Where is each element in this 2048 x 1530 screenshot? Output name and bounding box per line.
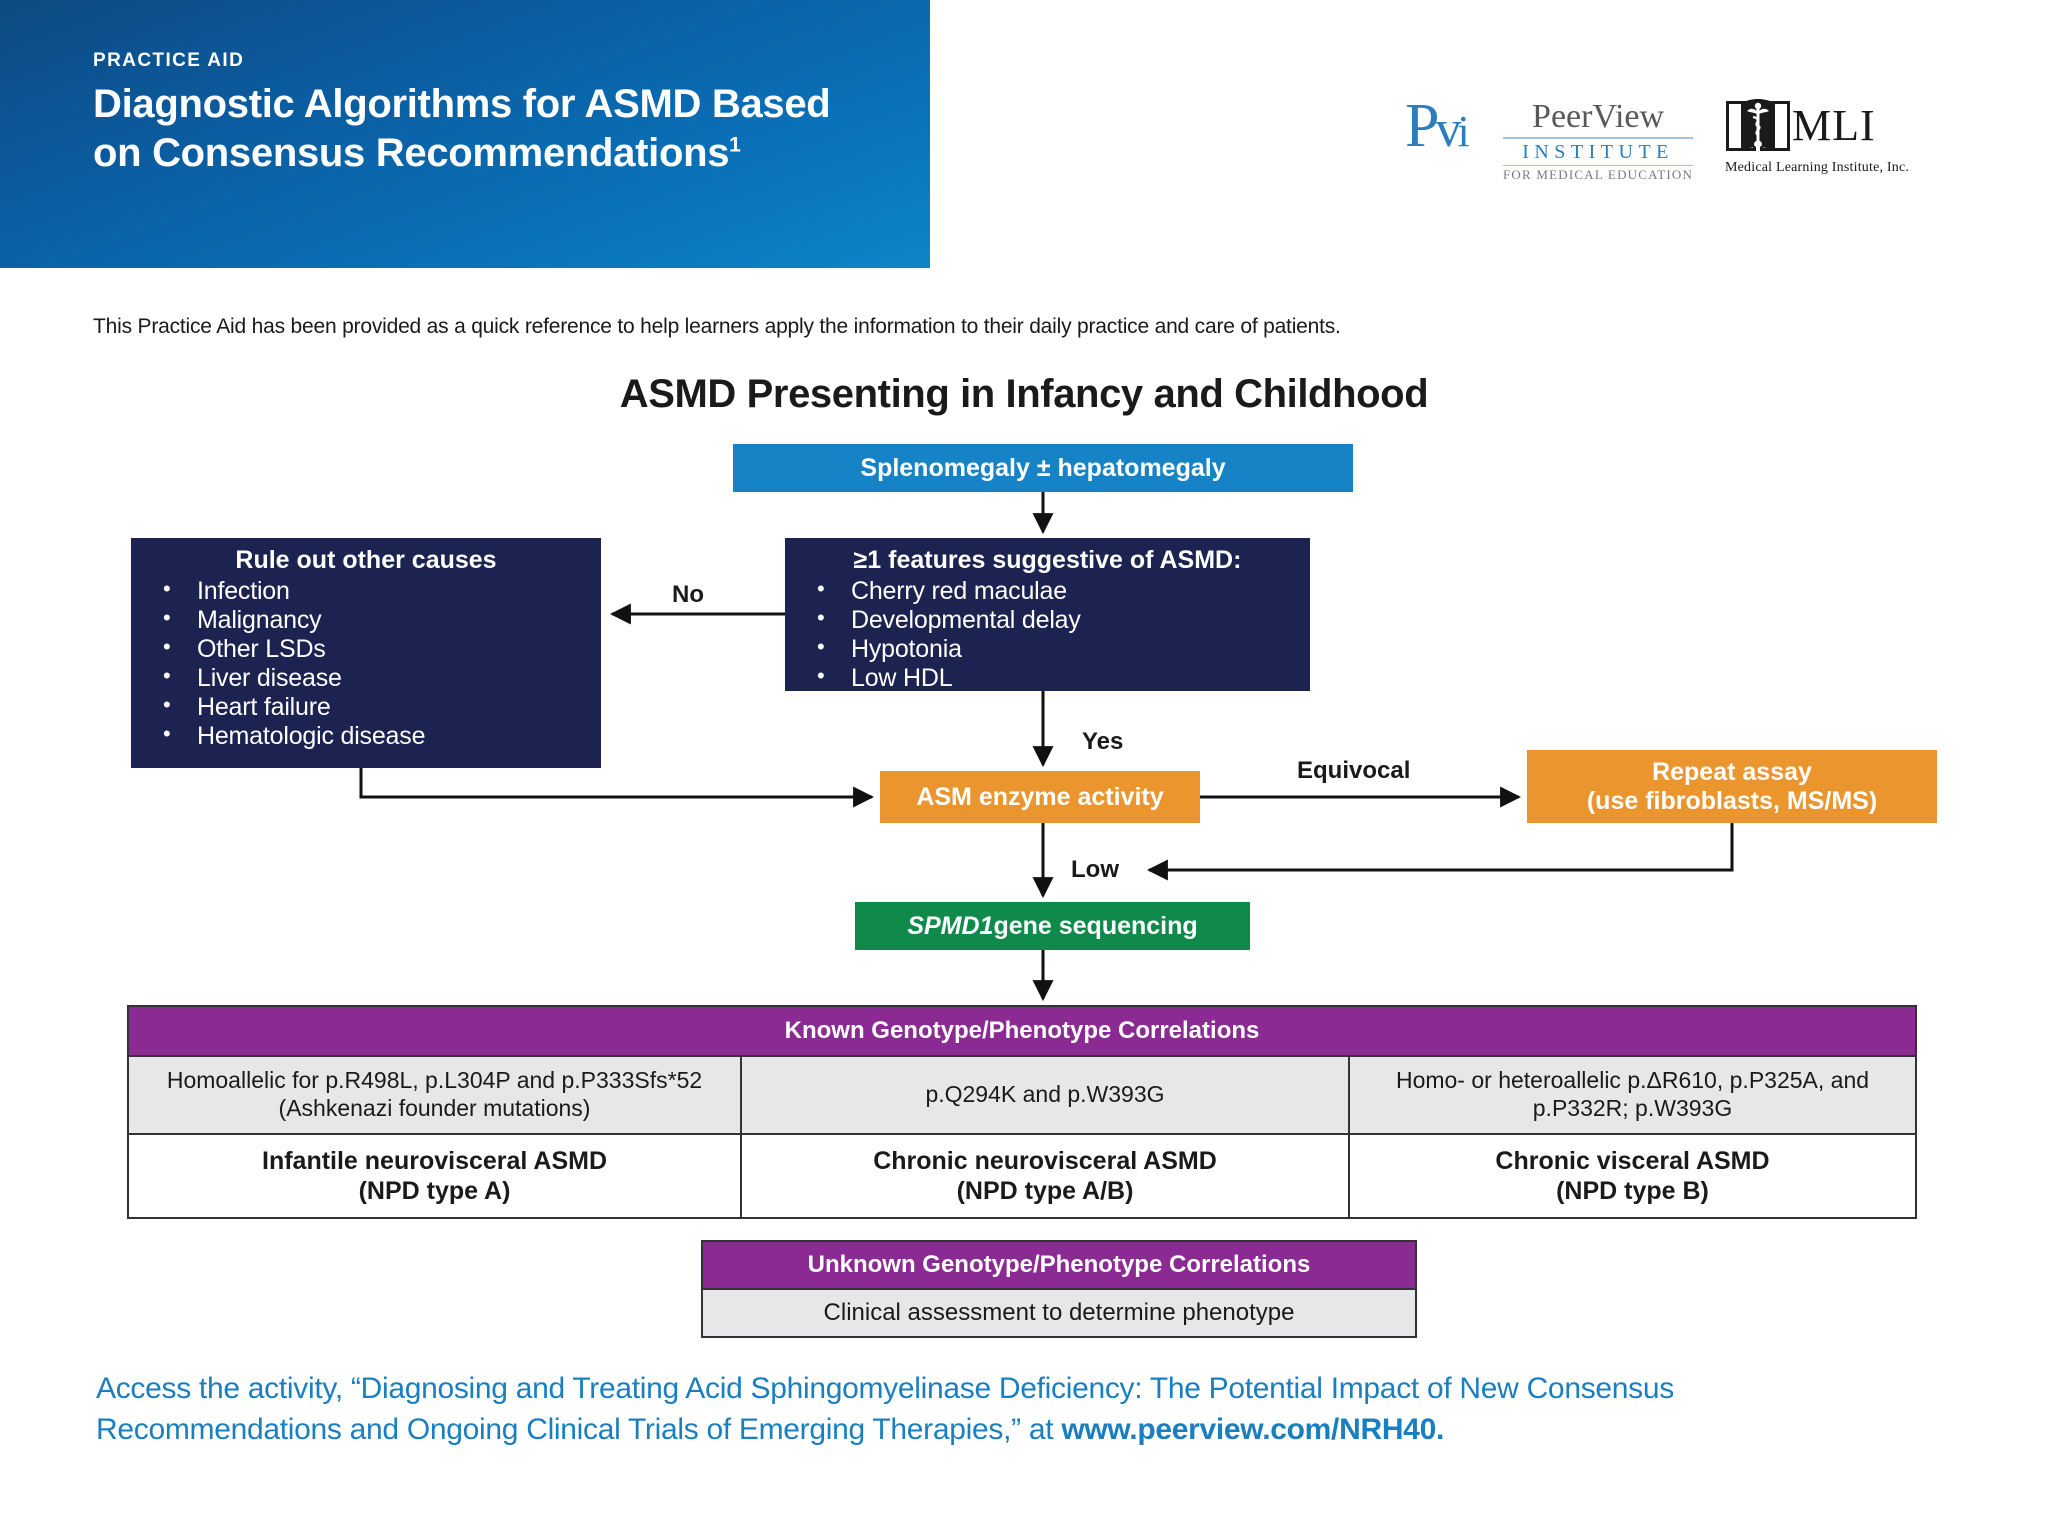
node-features-suggestive[interactable]: ≥1 features suggestive of ASMD: Cherry r… [785,538,1310,693]
unknown-genotype-phenotype-table: Unknown Genotype/Phenotype Correlations … [701,1240,1417,1338]
header-banner [0,0,930,268]
eyebrow-label: PRACTICE AID [93,50,245,71]
pvi-monogram-logo: Pvi [1405,92,1470,160]
peerview-institute-logo: PeerView INSTITUTE FOR MEDICAL EDUCATION [1503,98,1694,183]
peerview-wordmark: PeerView [1532,98,1665,135]
list-item: Low HDL [809,663,1310,693]
footer-url[interactable]: www.peerview.com/NRH40. [1061,1413,1444,1447]
peerview-institute-word: INSTITUTE [1522,140,1674,163]
list-item: Heart failure [155,692,601,722]
phenotype-cell: Chronic neurovisceral ASMD (NPD type A/B… [740,1133,1350,1219]
page-title-line1: Diagnostic Algorithms for ASMD Based [93,82,831,126]
ruleout-list: Infection Malignancy Other LSDs Liver di… [155,576,601,751]
ruleout-title: Rule out other causes [235,546,497,574]
phenotype-line2: (NPD type A) [358,1177,511,1205]
footer-cta: Access the activity, “Diagnosing and Tre… [96,1368,1926,1451]
node-asm-enzyme-activity[interactable]: ASM enzyme activity [880,771,1200,823]
list-item: Developmental delay [809,605,1310,635]
list-item: Cherry red maculae [809,576,1310,606]
peerview-divider-rule [1503,136,1694,139]
features-title: ≥1 features suggestive of ASMD: [853,546,1242,574]
genotype-cell: p.Q294K and p.W393G [740,1055,1350,1135]
unknown-table-header: Unknown Genotype/Phenotype Correlations [701,1240,1417,1290]
footer-text: Access the activity, “Diagnosing and Tre… [96,1372,1674,1447]
page-title-footnote-marker: 1 [729,133,741,157]
table-row: Infantile neurovisceral ASMD (NPD type A… [127,1133,1917,1219]
intro-text: This Practice Aid has been provided as a… [93,315,1341,338]
connector-repeat-to-low [1146,823,1734,881]
node-gene-sequencing[interactable]: SPMD1 gene sequencing [855,902,1250,950]
node-rule-out-other-causes[interactable]: Rule out other causes Infection Malignan… [131,538,601,768]
phenotype-line1: Infantile neurovisceral ASMD [262,1147,607,1175]
table-row: Homoallelic for p.R498L, p.L304P and p.P… [127,1055,1917,1135]
genotype-cell: Homoallelic for p.R498L, p.L304P and p.P… [127,1055,742,1135]
phenotype-line1: Chronic neurovisceral ASMD [873,1147,1217,1175]
repeat-assay-line2: (use fibroblasts, MS/MS) [1586,786,1878,815]
connector-ruleout-to-asm [359,768,875,808]
phenotype-line2: (NPD type B) [1556,1177,1709,1205]
peerview-tagline: FOR MEDICAL EDUCATION [1503,166,1694,182]
list-item: Infection [155,576,601,606]
features-list: Cherry red maculae Developmental delay H… [809,576,1310,693]
edge-label-low: Low [1071,856,1119,883]
section-title: ASMD Presenting in Infancy and Childhood [619,372,1429,416]
node-repeat-assay[interactable]: Repeat assay (use fibroblasts, MS/MS) [1527,750,1937,823]
list-item: Hypotonia [809,634,1310,664]
phenotype-cell: Chronic visceral ASMD (NPD type B) [1348,1133,1917,1219]
mli-logo: MLI Medical Learning Institute, Inc. [1725,95,1909,176]
gene-name: SPMD1 [907,911,994,940]
known-table-header: Known Genotype/Phenotype Correlations [127,1005,1917,1057]
list-item: Liver disease [155,663,601,693]
edge-label-no: No [672,581,704,608]
table-header-row: Unknown Genotype/Phenotype Correlations [701,1240,1417,1290]
phenotype-line1: Chronic visceral ASMD [1495,1147,1770,1175]
phenotype-line2: (NPD type A/B) [956,1177,1134,1205]
repeat-assay-line1: Repeat assay [1652,758,1812,786]
open-book-caduceus-icon [1726,99,1790,151]
page-title: Diagnostic Algorithms for ASMD Based on … [93,80,893,178]
table-header-row: Known Genotype/Phenotype Correlations [127,1005,1917,1057]
peerview-divider-rule-2 [1503,164,1694,166]
table-row: Clinical assessment to determine phenoty… [701,1288,1417,1338]
edge-label-yes: Yes [1082,728,1124,755]
mli-abbreviation: MLI [1792,101,1876,150]
list-item: Malignancy [155,605,601,635]
genotype-cell: Homo- or heteroallelic p.ΔR610, p.P325A,… [1348,1055,1917,1135]
logo-group: Pvi PeerView INSTITUTE FOR MEDICAL EDUCA… [1405,95,1925,185]
list-item: Hematologic disease [155,721,601,751]
page-title-line2: on Consensus Recommendations [93,130,730,175]
node-splenomegaly[interactable]: Splenomegaly ± hepatomegaly [733,444,1353,492]
unknown-table-cell: Clinical assessment to determine phenoty… [701,1288,1417,1338]
gene-sequencing-suffix: gene sequencing [993,911,1198,940]
mli-full-name: Medical Learning Institute, Inc. [1725,160,1910,175]
phenotype-cell: Infantile neurovisceral ASMD (NPD type A… [127,1133,742,1219]
edge-label-equivocal: Equivocal [1297,757,1411,784]
known-genotype-phenotype-table: Known Genotype/Phenotype Correlations Ho… [127,1005,1917,1219]
list-item: Other LSDs [155,634,601,664]
